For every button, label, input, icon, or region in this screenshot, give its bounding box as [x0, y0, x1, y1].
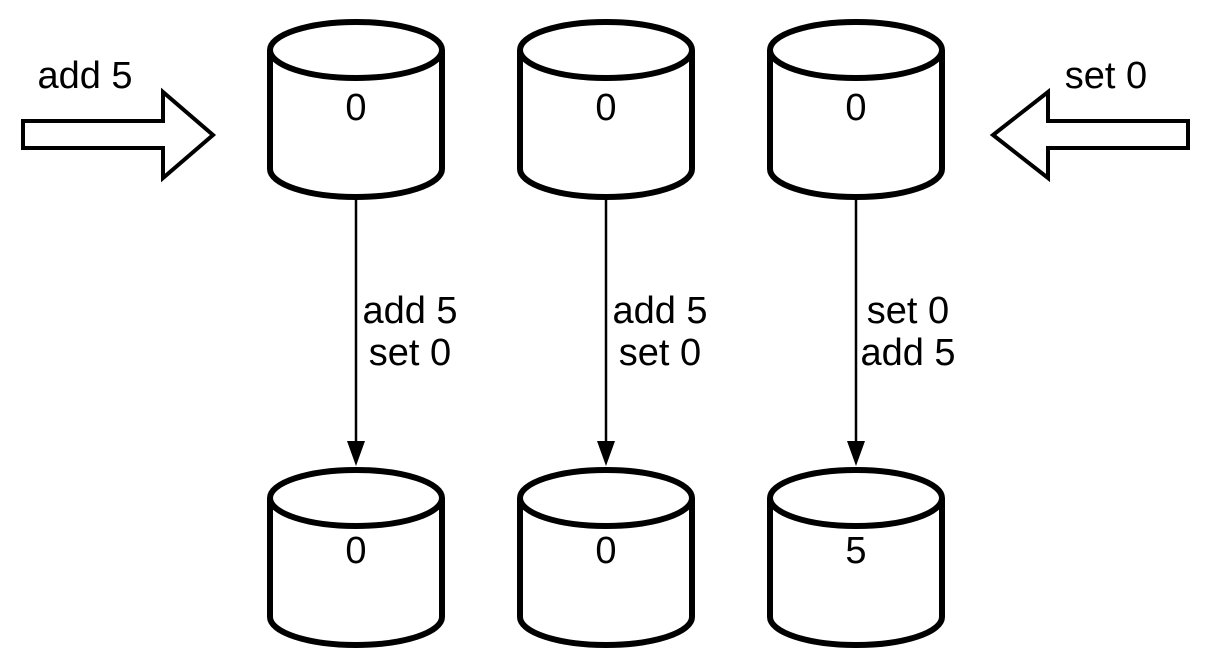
database-cylinder-top-icon — [517, 467, 695, 529]
replica-3-initial-value: 0 — [845, 87, 866, 129]
replica-1-final-value: 0 — [345, 530, 366, 572]
right-operation-group: set 0 — [989, 55, 1190, 183]
replica-1-op-2: set 0 — [369, 332, 451, 374]
replica-2-final-database: 0 — [517, 467, 695, 648]
downward-arrowhead-icon — [847, 441, 865, 466]
replica-2-initial-value: 0 — [595, 87, 616, 129]
replica-3-final-value: 5 — [845, 530, 866, 572]
right-operation-label: set 0 — [1065, 55, 1147, 97]
replica-2-op-1: add 5 — [612, 290, 707, 332]
replica-3-initial-database: 0 — [767, 19, 945, 200]
left-operation-group: add 5 — [21, 55, 217, 183]
replica-2-op-2: set 0 — [619, 332, 701, 374]
replica-1-initial-database: 0 — [267, 19, 445, 200]
replica-2-ops-arrow: add 5 set 0 — [597, 197, 708, 466]
replica-3-op-1: set 0 — [867, 290, 949, 332]
replica-3-op-2: add 5 — [860, 332, 955, 374]
database-cylinder-icon — [517, 498, 695, 648]
replica-2-initial-database: 0 — [517, 19, 695, 200]
database-cylinder-icon — [267, 498, 445, 648]
right-pointing-block-arrow-icon — [21, 87, 217, 183]
database-cylinder-icon — [767, 50, 945, 200]
database-cylinder-top-icon — [767, 19, 945, 81]
database-cylinder-top-icon — [267, 467, 445, 529]
left-pointing-block-arrow-icon — [989, 87, 1190, 183]
database-cylinder-top-icon — [267, 19, 445, 81]
replica-2-final-value: 0 — [595, 530, 616, 572]
replica-3-ops-arrow: set 0 add 5 — [847, 197, 956, 466]
downward-arrowhead-icon — [597, 441, 615, 466]
left-operation-label: add 5 — [37, 55, 132, 97]
replica-1-initial-value: 0 — [345, 87, 366, 129]
database-cylinder-top-icon — [767, 467, 945, 529]
replica-1-final-database: 0 — [267, 467, 445, 648]
database-cylinder-icon — [517, 50, 695, 200]
replica-1-ops-arrow: add 5 set 0 — [347, 197, 458, 466]
downward-arrowhead-icon — [347, 441, 365, 466]
database-cylinder-icon — [767, 498, 945, 648]
database-cylinder-top-icon — [517, 19, 695, 81]
database-cylinder-icon — [267, 50, 445, 200]
replica-1-op-1: add 5 — [362, 290, 457, 332]
replica-3-final-database: 5 — [767, 467, 945, 648]
